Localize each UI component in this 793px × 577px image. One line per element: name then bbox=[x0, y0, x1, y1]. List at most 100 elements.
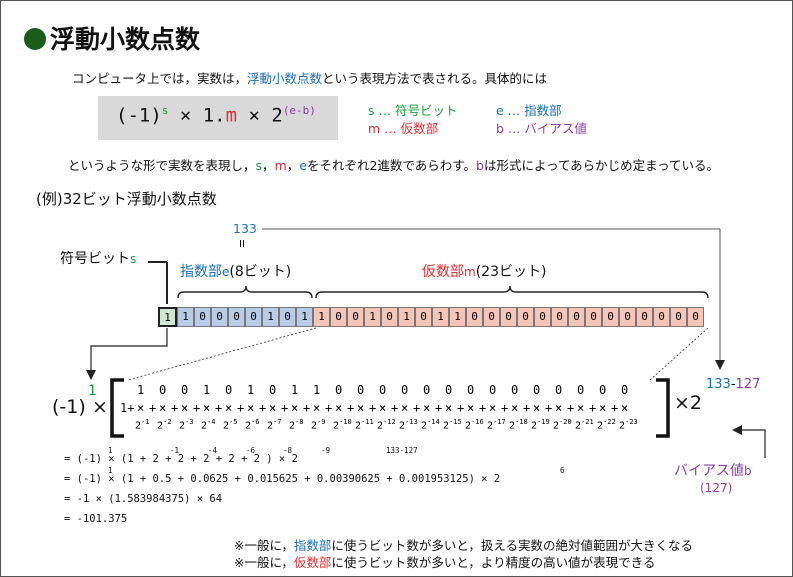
mantissa-digit: 0 bbox=[401, 383, 409, 397]
times-sign: × bbox=[401, 401, 409, 415]
plus-sign: + bbox=[347, 401, 355, 415]
mantissa-bit-cell: 0 bbox=[347, 307, 364, 327]
power-of-two: 2-7 bbox=[267, 418, 282, 432]
right-bracket bbox=[656, 378, 670, 438]
bullet-dot-icon bbox=[24, 28, 46, 50]
expansion-times: × bbox=[92, 396, 108, 418]
times-sign: × bbox=[489, 401, 497, 415]
description: というような形で実数を表現し，s，m，eをそれぞれ2進数であらわす。bは形式によ… bbox=[68, 158, 719, 173]
plus-sign: + bbox=[215, 401, 223, 415]
mantissa-digit: 0 bbox=[445, 383, 453, 397]
calc-line-4: = -101.375 bbox=[64, 513, 128, 525]
plus-sign: + bbox=[545, 401, 553, 415]
plus-sign: + bbox=[325, 401, 333, 415]
calc1-sup-d: -6 bbox=[246, 446, 256, 455]
mantissa-bit-cell: 0 bbox=[602, 307, 619, 327]
mantissa-digit: 0 bbox=[577, 383, 585, 397]
times-sign: × bbox=[445, 401, 453, 415]
power-of-two: 2-15 bbox=[443, 418, 462, 432]
mantissa-digit: 1 bbox=[137, 383, 145, 397]
note-1: ※一般に，指数部に使うビット数が多いと，扱える実数の絶対値範囲が大きくなる bbox=[234, 538, 694, 553]
mantissa-bit-cell: 0 bbox=[466, 307, 483, 327]
bias-value: (127) bbox=[700, 481, 733, 495]
proj-right-line bbox=[649, 327, 709, 381]
power-of-two: 2-5 bbox=[223, 418, 238, 432]
power-of-two: 2-18 bbox=[509, 418, 528, 432]
plus-sign: + bbox=[435, 401, 443, 415]
plus-sign: + bbox=[193, 401, 201, 415]
calc-line-1: = (-1) × (1 + 2 + 2 + 2 + 2 + 2 ) × 2 bbox=[64, 453, 298, 465]
times-sign: × bbox=[533, 401, 541, 415]
calc1-sup-c: -4 bbox=[208, 446, 218, 455]
exponent-bit-cell: 0 bbox=[279, 307, 296, 327]
mantissa-digit: 1 bbox=[313, 383, 321, 397]
example-title: (例)32ビット浮動小数点数 bbox=[36, 190, 217, 208]
formula-box bbox=[98, 96, 338, 140]
power-of-two: 2-14 bbox=[421, 418, 440, 432]
plus-sign: + bbox=[369, 401, 377, 415]
mantissa-digit: 0 bbox=[555, 383, 563, 397]
bias-label: バイアス値b bbox=[674, 463, 752, 479]
mantissa-bit-cell: 1 bbox=[313, 307, 330, 327]
exponent-bit-cell: 0 bbox=[194, 307, 211, 327]
plus-sign: + bbox=[391, 401, 399, 415]
times-sign: × bbox=[335, 401, 343, 415]
mantissa-digit: 1 bbox=[203, 383, 211, 397]
mantissa-bit-cell: 0 bbox=[551, 307, 568, 327]
sign-bit-cell: 1 bbox=[158, 307, 177, 327]
times-two: ×2 bbox=[674, 392, 703, 414]
calc1-sup-e: -8 bbox=[283, 446, 293, 455]
plus-sign: + bbox=[567, 401, 575, 415]
plus-sign: + bbox=[281, 401, 289, 415]
mantissa-bit-cell: 0 bbox=[381, 307, 398, 327]
power-of-two: 2-8 bbox=[289, 418, 304, 432]
sign-down-line bbox=[90, 328, 168, 372]
times-sign: × bbox=[313, 401, 321, 415]
calc2-sup-a: 1 bbox=[108, 466, 113, 475]
times-sign: × bbox=[577, 401, 585, 415]
mantissa-digit: 0 bbox=[181, 383, 189, 397]
times-sign: × bbox=[203, 401, 211, 415]
times-sign: × bbox=[137, 401, 145, 415]
exponent-expression: 133-127 bbox=[706, 377, 761, 392]
power-of-two: 2-22 bbox=[597, 418, 616, 432]
mantissa-bit-cell: 1 bbox=[364, 307, 381, 327]
power-of-two: 2-11 bbox=[355, 418, 374, 432]
mantissa-bit-cell: 1 bbox=[432, 307, 449, 327]
legend-b: b … バイアス値 bbox=[496, 121, 587, 136]
plus-sign: + bbox=[237, 401, 245, 415]
calc1-sup-b: -1 bbox=[170, 446, 180, 455]
mantissa-digit: 0 bbox=[225, 383, 233, 397]
equals-sign: II bbox=[239, 239, 245, 250]
times-sign: × bbox=[555, 401, 563, 415]
mantissa-digit: 0 bbox=[467, 383, 475, 397]
mantissa-bit-cell: 1 bbox=[398, 307, 415, 327]
plus-sign: + bbox=[413, 401, 421, 415]
plus-sign: + bbox=[303, 401, 311, 415]
plus-sign: + bbox=[171, 401, 179, 415]
mantissa-brace bbox=[315, 285, 709, 299]
legend-e: e … 指数部 bbox=[496, 103, 562, 118]
power-of-two: 2-13 bbox=[399, 418, 418, 432]
power-of-two: 2-9 bbox=[311, 418, 326, 432]
mantissa-bit-cell: 0 bbox=[330, 307, 347, 327]
power-of-two: 2-4 bbox=[201, 418, 216, 432]
times-sign: × bbox=[467, 401, 475, 415]
sign-arrow-icon bbox=[86, 370, 96, 380]
power-of-two: 2-2 bbox=[157, 418, 172, 432]
power-of-two: 2-21 bbox=[575, 418, 594, 432]
power-of-two: 2-19 bbox=[531, 418, 550, 432]
mantissa-digit: 0 bbox=[159, 383, 167, 397]
mantissa-bit-cell: 0 bbox=[534, 307, 551, 327]
intro-text: コンピュータ上では，実数は，浮動小数点数という表現方法で表される。具体的には bbox=[72, 71, 548, 86]
times-sign: × bbox=[225, 401, 233, 415]
mantissa-bit-cell: 0 bbox=[636, 307, 653, 327]
note-2: ※一般に，仮数部に使うビット数が多いと，より精度の高い値が表現できる bbox=[234, 555, 656, 570]
plus-sign: + bbox=[479, 401, 487, 415]
mantissa-bit-cell: 0 bbox=[568, 307, 585, 327]
plus-sign: + bbox=[523, 401, 531, 415]
mantissa-bit-cell: 0 bbox=[517, 307, 534, 327]
mantissa-digit: 0 bbox=[269, 383, 277, 397]
expansion-sign-exp: 1 bbox=[88, 383, 97, 399]
mantissa-digit: 0 bbox=[621, 383, 629, 397]
